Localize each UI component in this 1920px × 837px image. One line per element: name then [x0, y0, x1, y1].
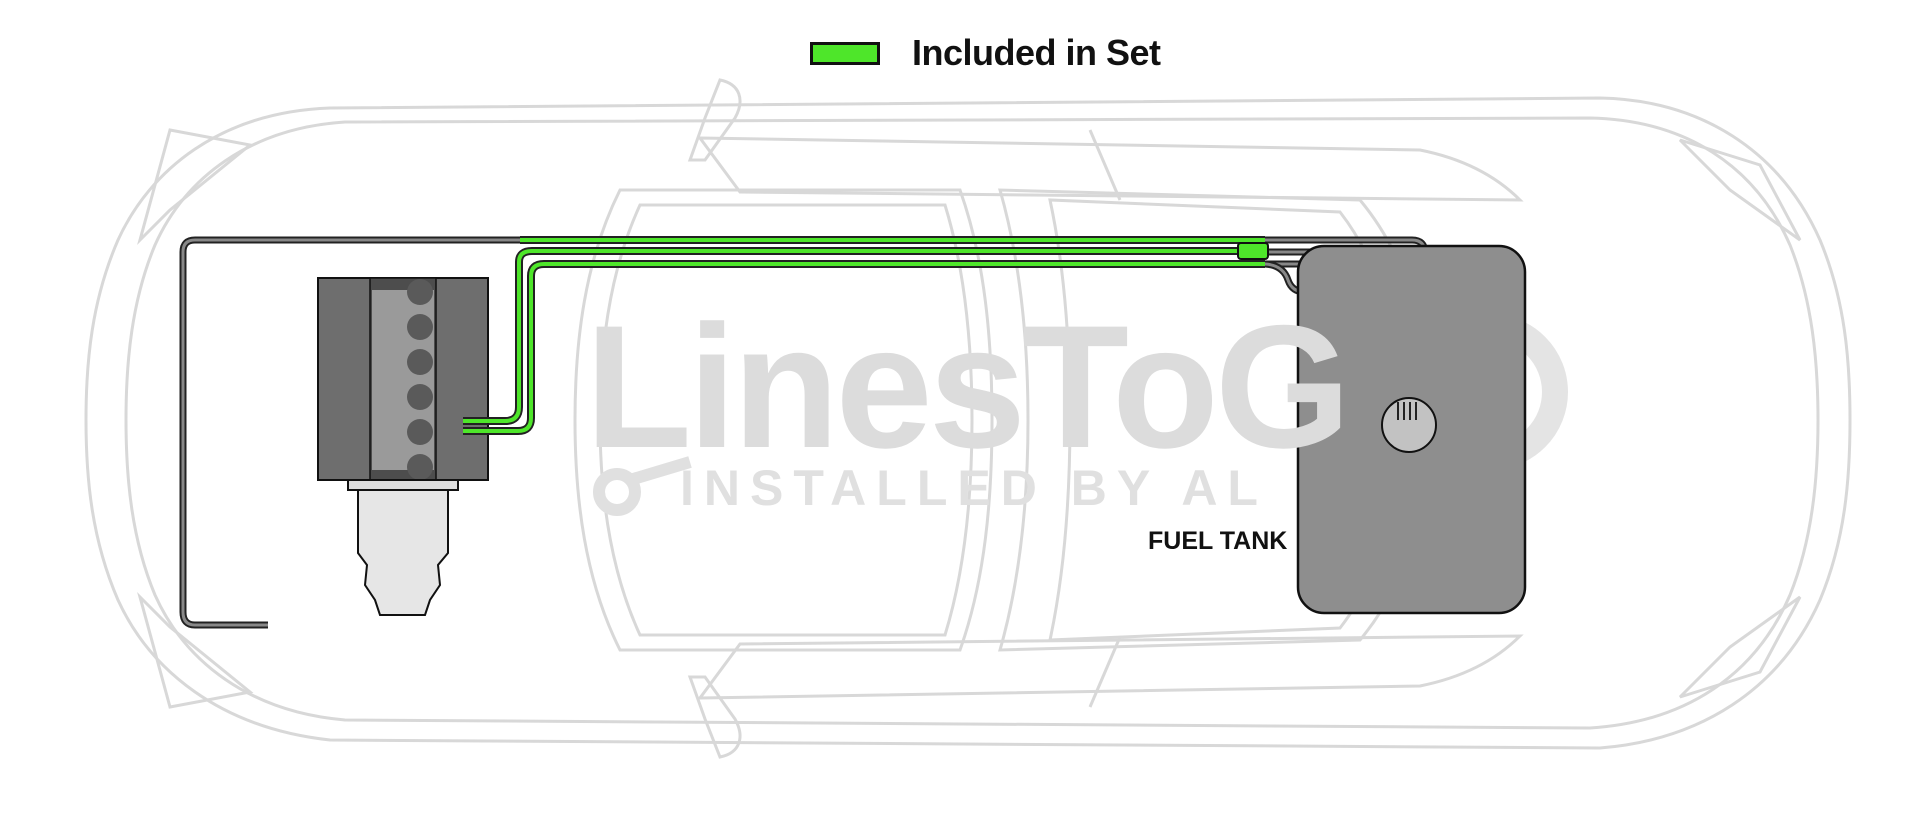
engine [317, 277, 489, 616]
included-lines [463, 236, 1265, 435]
fuel-tank [1296, 244, 1527, 615]
fuel-filter [1237, 242, 1269, 260]
legend-swatch [810, 41, 880, 65]
legend-label: Included in Set [912, 32, 1161, 73]
watermark-subtitle: INSTALLED BY AL [680, 460, 1268, 516]
fuel-pump-sender [1381, 397, 1437, 453]
watermark-wrench-icon [593, 456, 692, 516]
watermark-title: LinesToG [585, 290, 1351, 485]
fuel-tank-label: FUEL TANK [1148, 527, 1288, 555]
legend: Included in Set [810, 28, 1161, 78]
car-outline [84, 78, 1852, 759]
